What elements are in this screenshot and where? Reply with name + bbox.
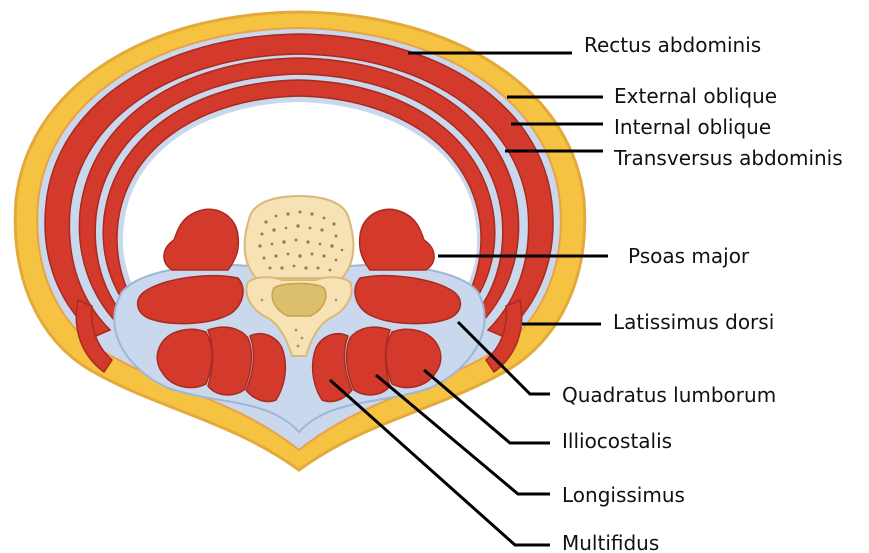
label-psoas-major: Psoas major — [628, 244, 750, 268]
label-transversus-abdominis: Transversus abdominis — [613, 146, 843, 170]
label-multifidus: Multifidus — [562, 531, 659, 553]
multifidus-right — [313, 334, 352, 402]
multifidus-left — [246, 334, 285, 402]
label-quadratus-lumborum: Quadratus lumborum — [562, 383, 776, 407]
label-longissimus: Longissimus — [562, 483, 685, 507]
longissimus-right — [347, 327, 390, 395]
label-rectus-abdominis: Rectus abdominis — [584, 33, 761, 57]
label-latissimus-dorsi: Latissimus dorsi — [613, 310, 774, 334]
label-internal-oblique: Internal oblique — [614, 115, 771, 139]
label-external-oblique: External oblique — [614, 84, 777, 108]
spinal-canal — [272, 284, 326, 317]
longissimus-left — [208, 327, 251, 395]
label-illiocostalis: Illiocostalis — [562, 429, 672, 453]
